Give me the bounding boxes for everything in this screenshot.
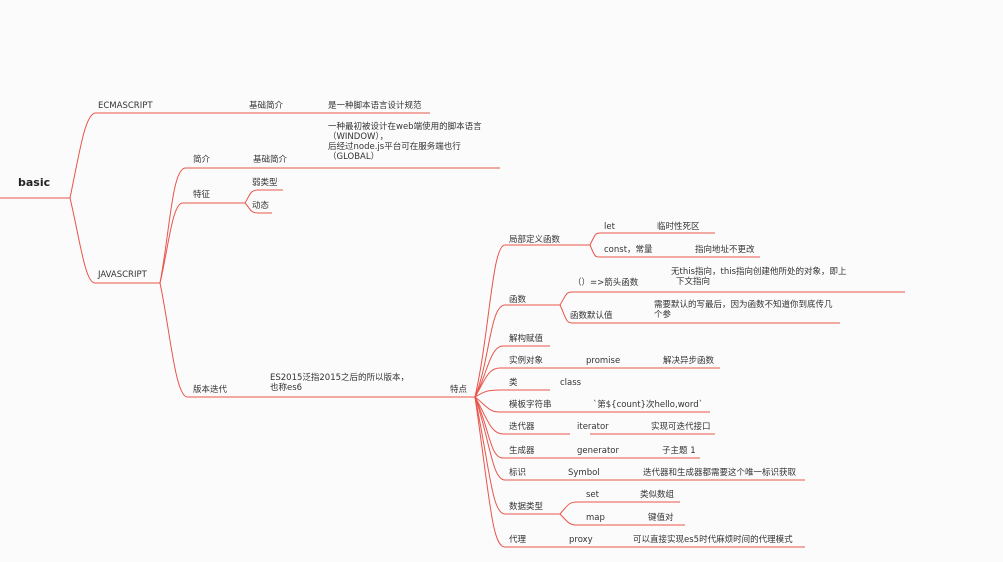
iterator-node[interactable]: 迭代器: [509, 422, 535, 432]
const-desc-node[interactable]: 指向地址不更改: [695, 245, 755, 255]
default-desc-line-2: 个参: [654, 310, 672, 320]
feature-dynamic[interactable]: 动态: [252, 201, 270, 211]
class-node[interactable]: 类: [509, 378, 518, 388]
map-node[interactable]: map: [586, 513, 605, 523]
let-node[interactable]: let: [604, 222, 615, 232]
iterator-desc-node[interactable]: 实现可迭代接口: [651, 422, 711, 432]
feature-weak-typing[interactable]: 弱类型: [252, 178, 278, 188]
intro-node[interactable]: 简介: [193, 155, 211, 165]
iterator-sub-node[interactable]: iterator: [577, 422, 609, 432]
proxy-desc-node[interactable]: 可以直接实现es5时代麻烦时间的代理模式: [633, 535, 793, 545]
arrow-desc-line-2: 下文指向: [676, 277, 711, 287]
intro-desc-node[interactable]: 一种最初被设计在web端使用的脚本语言（WINDOW）， 后经过node.js平…: [328, 122, 498, 162]
default-param-node[interactable]: 函数默认值: [570, 311, 613, 321]
iteration-desc-line-1: ES2015泛指2015之后的所以版本，: [270, 373, 410, 383]
intro-sub-node[interactable]: 基础简介: [253, 155, 288, 165]
promise-desc-node[interactable]: 解决异步函数: [663, 356, 715, 366]
javascript-node[interactable]: JAVASCRIPT: [98, 270, 147, 280]
let-desc-node[interactable]: 临时性死区: [657, 222, 700, 232]
generator-sub-node[interactable]: generator: [577, 446, 619, 456]
iteration-desc-node[interactable]: ES2015泛指2015之后的所以版本， 也称es6: [270, 373, 409, 393]
set-desc-node[interactable]: 类似数组: [640, 490, 675, 500]
function-node[interactable]: 函数: [509, 295, 527, 305]
map-desc-node[interactable]: 键值对: [648, 513, 674, 523]
template-node[interactable]: 模板字符串: [509, 400, 552, 410]
intro-desc-line-1: 一种最初被设计在web端使用的脚本语言（WINDOW），: [328, 122, 482, 142]
symbol-desc-node[interactable]: 迭代器和生成器都需要这个唯一标识获取: [643, 468, 797, 478]
ecma-desc-node[interactable]: 是一种脚本语言设计规范: [328, 101, 422, 111]
generator-desc-node[interactable]: 子主题 1: [662, 446, 696, 456]
ecma-intro-node[interactable]: 基础简介: [249, 101, 284, 111]
destructure-node[interactable]: 解构赋值: [509, 334, 544, 344]
template-sub-node[interactable]: `第${count}次hello,word`: [593, 400, 703, 410]
instance-node[interactable]: 实例对象: [509, 356, 544, 366]
arrow-desc-line-1: 无this指向，this指向创建他所处的对象，即上: [671, 267, 847, 277]
symbol-node[interactable]: 标识: [509, 468, 527, 478]
iteration-node[interactable]: 版本迭代: [193, 385, 228, 395]
default-desc-line-1: 需要默认的写最后，因为函数不知道你到底传几: [654, 300, 833, 310]
traits-node[interactable]: 特点: [450, 385, 468, 395]
class-sub-node[interactable]: class: [560, 378, 582, 388]
iteration-desc-line-2: 也称es6: [270, 383, 303, 393]
local-func-node[interactable]: 局部定义函数: [509, 235, 561, 245]
arrow-desc-node[interactable]: 无this指向，this指向创建他所处的对象，即上 下文指向: [671, 267, 847, 287]
root-node[interactable]: basic: [18, 176, 51, 189]
default-desc-node[interactable]: 需要默认的写最后，因为函数不知道你到底传几 个参: [654, 300, 833, 320]
symbol-sub-node[interactable]: Symbol: [568, 468, 600, 478]
set-node[interactable]: set: [586, 490, 599, 500]
ecmascript-node[interactable]: ECMASCRIPT: [98, 101, 153, 111]
proxy-node[interactable]: 代理: [509, 535, 527, 545]
features-node[interactable]: 特征: [193, 190, 211, 200]
proxy-sub-node[interactable]: proxy: [569, 535, 593, 545]
datatype-node[interactable]: 数据类型: [509, 502, 544, 512]
promise-node[interactable]: promise: [586, 356, 621, 366]
intro-desc-line-2: 后经过node.js平台可在服务端也行（GLOBAL）: [328, 142, 461, 162]
generator-node[interactable]: 生成器: [509, 446, 535, 456]
arrow-func-node[interactable]: （）=>箭头函数: [573, 278, 639, 288]
const-node[interactable]: const，常量: [604, 245, 653, 255]
